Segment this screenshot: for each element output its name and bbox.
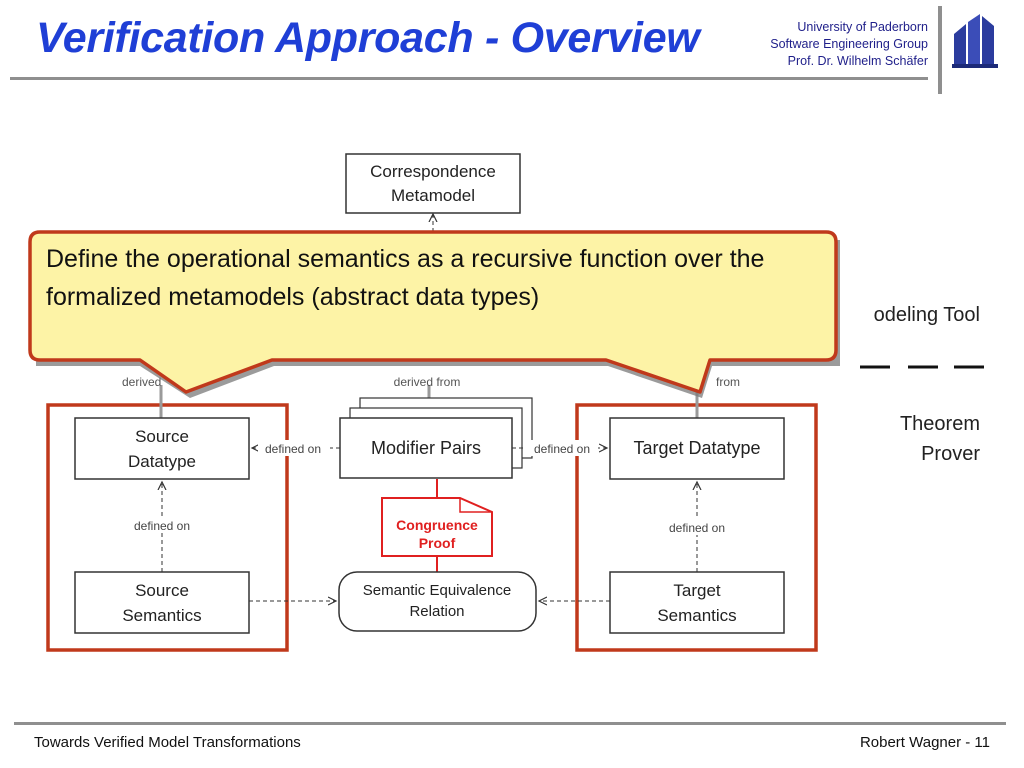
correspondence-label-2: Metamodel — [391, 186, 475, 205]
correspondence-metamodel-box: Correspondence Metamodel — [345, 153, 521, 214]
target-datatype-label: Target Datatype — [633, 438, 760, 458]
defined-on-label-left: defined on — [265, 442, 321, 456]
callout-text: Define the operational semantics as a re… — [46, 245, 765, 311]
modifier-pairs-stack: Modifier Pairs — [339, 397, 533, 479]
title-divider — [10, 77, 928, 80]
congruence-label-2: Proof — [419, 535, 456, 551]
legend-theorem: Theorem — [900, 413, 980, 435]
footer-divider — [14, 722, 1006, 725]
congruence-proof-note: Congruence Proof — [381, 497, 493, 557]
semantic-equivalence-label-1: Semantic Equivalence — [363, 582, 511, 599]
target-semantics-box: Target Semantics — [609, 571, 785, 634]
source-datatype-label-1: Source — [135, 427, 189, 446]
congruence-label-1: Congruence — [396, 517, 478, 533]
institution-line-2: Software Engineering Group — [770, 37, 928, 51]
source-region-frame — [46, 403, 289, 652]
target-semantics-label-1: Target — [673, 581, 721, 600]
correspondence-label-1: Correspondence — [370, 162, 496, 181]
defined-on-label-right: defined on — [534, 442, 590, 456]
target-semantics-label-2: Semantics — [657, 606, 736, 625]
target-datatype-box: Target Datatype — [609, 417, 785, 480]
footer-author-page: Robert Wagner - 11 — [859, 734, 990, 751]
institution-line-1: University of Paderborn — [797, 20, 928, 34]
institution-info: University of Paderborn Software Enginee… — [770, 19, 928, 70]
defined-on-label-target: defined on — [669, 521, 725, 535]
derived-label-center: derived from — [394, 375, 461, 389]
source-semantics-label-2: Semantics — [122, 606, 201, 625]
callout-bubble — [28, 230, 840, 398]
footer-title: Towards Verified Model Transformations — [34, 734, 301, 751]
modifier-pairs-label: Modifier Pairs — [371, 438, 481, 458]
legend-modeling-tool: odeling Tool — [874, 304, 980, 326]
legend-prover: Prover — [921, 443, 980, 465]
semantic-equivalence-label-2: Relation — [409, 603, 464, 620]
derived-label-left: derived — [122, 375, 161, 389]
slide-title: Verification Approach - Overview — [36, 14, 700, 62]
source-datatype-box: Source Datatype — [74, 417, 250, 480]
source-semantics-box: Source Semantics — [74, 571, 250, 634]
semantic-equivalence-box: Semantic Equivalence Relation — [338, 571, 537, 632]
source-datatype-label-2: Datatype — [128, 452, 196, 471]
header-vertical-divider — [938, 6, 942, 94]
institution-line-3: Prof. Dr. Wilhelm Schäfer — [787, 54, 928, 68]
defined-on-label-source: defined on — [134, 519, 190, 533]
derived-label-right: from — [716, 375, 740, 389]
source-semantics-label-1: Source — [135, 581, 189, 600]
university-logo-icon — [952, 14, 998, 68]
